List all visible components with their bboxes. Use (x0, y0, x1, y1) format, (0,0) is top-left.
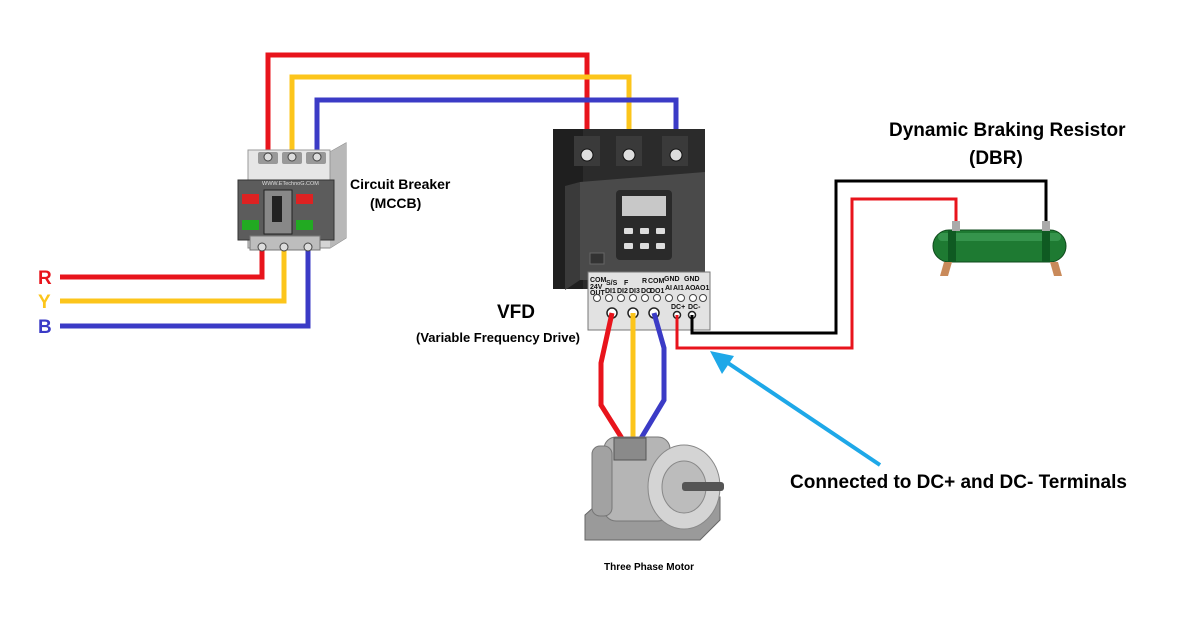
term-ai: AI (665, 285, 672, 292)
term-dc-minus: DC- (688, 304, 701, 311)
term-do1: DO1 (650, 288, 665, 295)
dbr-subtitle: (DBR) (969, 148, 1023, 169)
vfd-terminal-labels: COM S/S F R COM GND GND 24V OUT DI1 DI2 … (590, 276, 710, 311)
phase-label-r: R (38, 268, 52, 289)
supply-wire-y (60, 247, 287, 304)
motor-wire-r (598, 312, 626, 442)
breaker-brand: WWW.ETechnoG.COM (262, 181, 319, 187)
term-di1: DI1 (605, 288, 616, 295)
term-ss: S/S (606, 280, 618, 287)
term-gnd2: GND (684, 276, 700, 283)
breaker-handle (272, 196, 282, 222)
dc-minus-wire (690, 179, 1048, 335)
phase-label-b: B (38, 317, 52, 338)
term-ao: AO (685, 285, 696, 292)
dbr-wires (675, 179, 1048, 350)
term-com: COM (590, 277, 607, 284)
breaker-label: Circuit Breaker (350, 176, 451, 192)
dc-terminal-note: Connected to DC+ and DC- Terminals (790, 472, 1127, 493)
three-phase-motor (584, 436, 724, 541)
supply-wires (60, 247, 311, 329)
term-com2: COM (648, 278, 665, 285)
callout-arrow (710, 351, 882, 467)
vfd-unit: COM S/S F R COM GND GND 24V OUT DI1 DI2 … (553, 129, 711, 331)
vfd-display (622, 196, 666, 216)
top-wire-b (314, 97, 679, 157)
motor-label: Three Phase Motor (604, 562, 694, 573)
arrow-head-icon (710, 351, 734, 374)
term-di3: DI3 (629, 288, 640, 295)
term-di2: DI2 (617, 288, 628, 295)
phase-label-y: Y (38, 292, 51, 313)
braking-resistor (932, 221, 1067, 276)
term-out: OUT (590, 290, 606, 297)
supply-wire-r (60, 247, 265, 280)
motor-wires (598, 312, 667, 442)
term-24v: 24V (590, 284, 603, 291)
vfd-title: VFD (497, 302, 535, 323)
dbr-title: Dynamic Braking Resistor (889, 120, 1126, 141)
circuit-breaker: WWW.ETechnoG.COM (237, 142, 347, 252)
top-wire-r (265, 52, 590, 157)
breaker-vfd-wires (265, 52, 679, 157)
breaker-sublabel: (MCCB) (370, 195, 421, 211)
top-wire-y (289, 74, 632, 157)
term-ao1: AO1 (695, 285, 710, 292)
term-f: F (624, 280, 629, 287)
vfd-keypad (624, 228, 665, 249)
term-do: DO (641, 288, 652, 295)
vfd-subtitle: (Variable Frequency Drive) (416, 330, 580, 345)
motor-wire-b (637, 312, 667, 442)
term-ai1: AI1 (673, 285, 684, 292)
term-r: R (642, 278, 647, 285)
dc-plus-wire (675, 197, 958, 350)
vfd-screw-row (593, 294, 707, 302)
term-gnd: GND (664, 276, 680, 283)
term-dc-plus: DC+ (671, 304, 685, 311)
supply-wire-b (60, 247, 311, 329)
